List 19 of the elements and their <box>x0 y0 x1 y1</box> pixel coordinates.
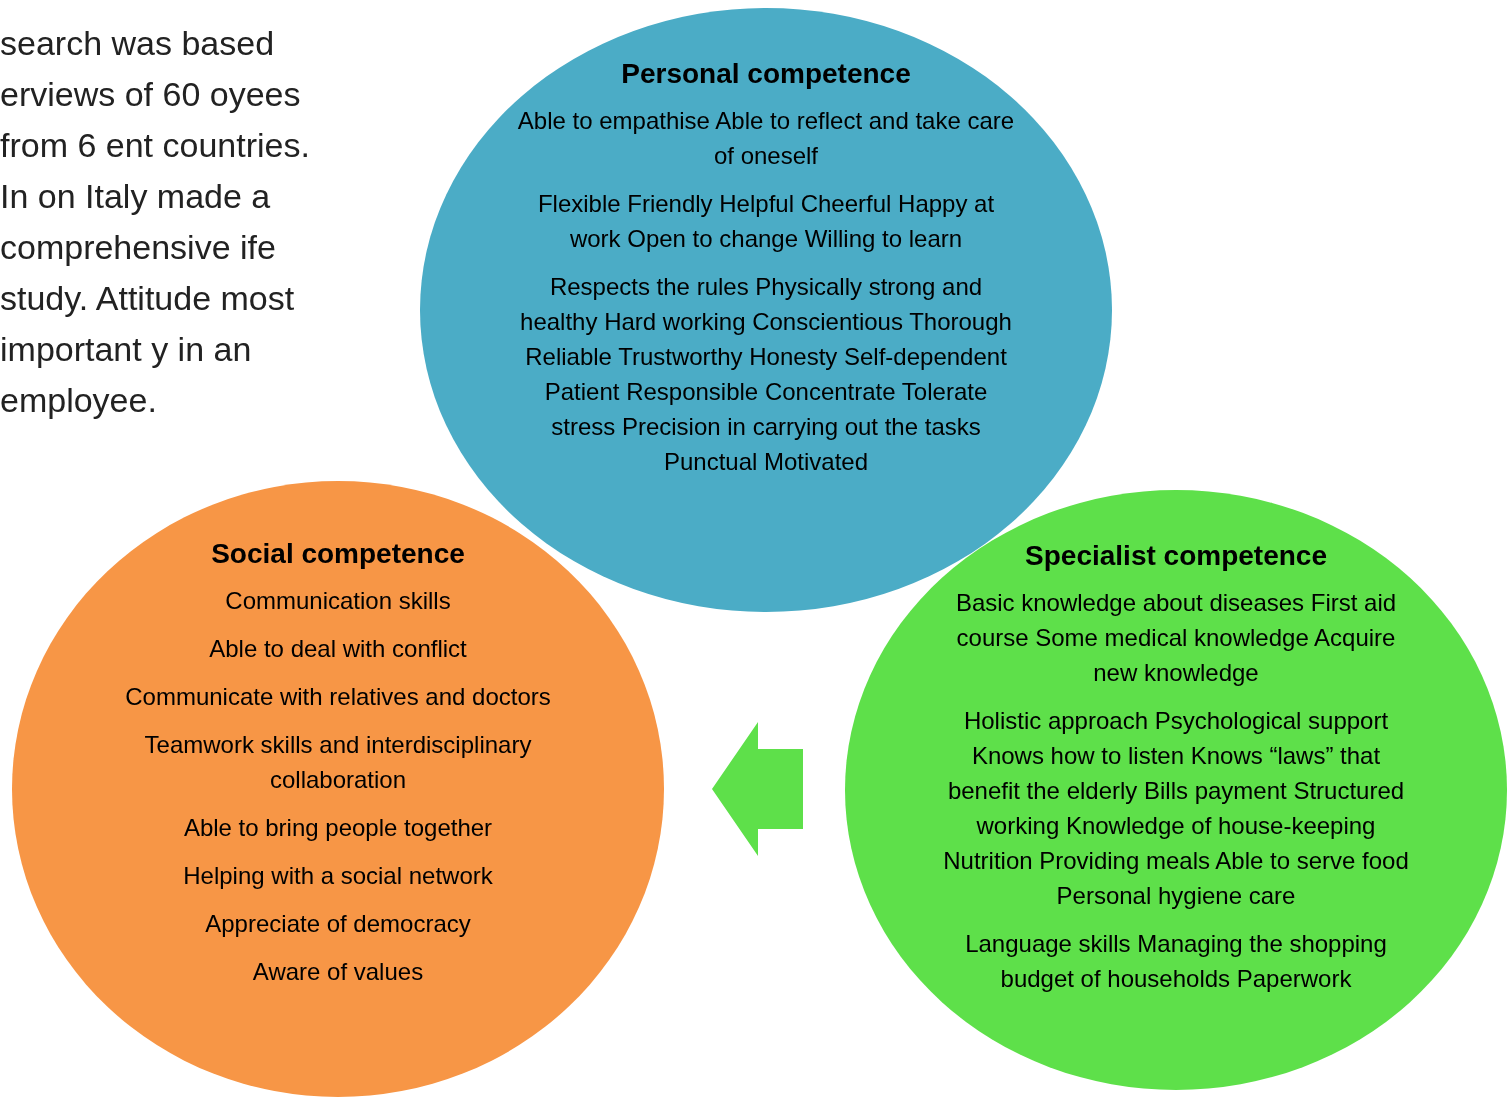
competence-list: Respects the rules Physically strong and healthy Hard working Conscientious Thorough Reliable Trustworthy Honesty Self-dependent Patient Responsible Concentrate Tolerate stress Precision in carrying out the tasks Punctual Motivated <box>516 269 1016 479</box>
competence-list: Flexible Friendly Helpful Cheerful Happy at work Open to change Willing to learn <box>516 186 1016 256</box>
intro-paragraph: search was based erviews of 60 oyees from 6 ent countries. In on Italy made a comprehensive ife study. Attitude most important y in an employee. <box>0 23 310 421</box>
competence-list: Able to bring people together <box>118 810 558 845</box>
competence-list: Communication skills <box>118 583 558 618</box>
competence-list: Basic knowledge about diseases First aid course Some medical knowledge Acquire new knowledge <box>941 585 1411 690</box>
block-arrow <box>712 722 803 856</box>
competence-list: Communicate with relatives and doctors <box>118 679 558 714</box>
competence-list: Able to deal with conflict <box>118 631 558 666</box>
competence-list: Appreciate of democracy <box>118 906 558 941</box>
competence-list: Holistic approach Psychological support Knows how to listen Knows “laws” that benefit the elderly Bills payment Structured working Knowledge of house-keeping Nutrition Providing meals Able to serve food Personal hygiene care <box>941 703 1411 913</box>
competence-list: Language skills Managing the shopping budget of households Paperwork <box>941 926 1411 996</box>
circle-heading: Social competence <box>210 538 466 570</box>
competence-list: Aware of values <box>118 954 558 989</box>
circle-heading: Personal competence <box>620 58 912 90</box>
competence-list: Helping with a social network <box>118 858 558 893</box>
competence-list: Teamwork skills and interdisciplinary collaboration <box>118 727 558 797</box>
circle-heading: Specialist competence <box>1024 540 1328 572</box>
competence-list: Able to empathise Able to reflect and take care of oneself <box>516 103 1016 173</box>
